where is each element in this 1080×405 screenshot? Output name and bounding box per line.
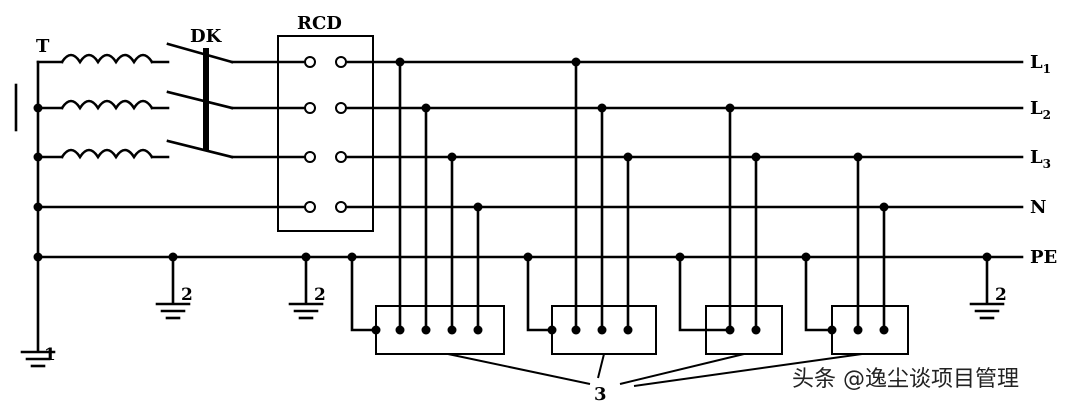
label-PE: PE <box>1030 247 1057 268</box>
label-L1: L1 <box>1030 52 1051 76</box>
pe-repeat-earth-c <box>969 252 1005 320</box>
rcd-box <box>277 35 374 232</box>
pe-repeat-earth-b <box>288 252 324 320</box>
earth-label-source: 1 <box>44 345 56 365</box>
label-N: N <box>1030 197 1046 218</box>
pe-repeat-earth-a <box>155 252 191 320</box>
dk-breaker <box>166 42 234 159</box>
equipment-label: 3 <box>594 384 607 405</box>
equipment-box-1 <box>347 57 505 355</box>
earth-label-b: 2 <box>314 285 326 305</box>
transformer-coils <box>36 53 170 160</box>
earth-label-c: 2 <box>995 285 1007 305</box>
source-earth-symbol <box>20 350 56 368</box>
earth-label-a: 2 <box>181 285 193 305</box>
rcd-terminals <box>304 56 347 213</box>
breaker-label: DK <box>190 26 223 47</box>
label-L2: L2 <box>1030 98 1051 122</box>
label-L3: L3 <box>1030 147 1051 171</box>
rcd-label: RCD <box>297 13 342 34</box>
transformer-label: T <box>36 36 50 57</box>
watermark-text: 头条 @逸尘谈项目管理 <box>792 367 1019 392</box>
equipment-box-3 <box>675 103 783 355</box>
equipment-leader-lines <box>447 353 863 387</box>
equipment-box-4 <box>801 152 909 355</box>
